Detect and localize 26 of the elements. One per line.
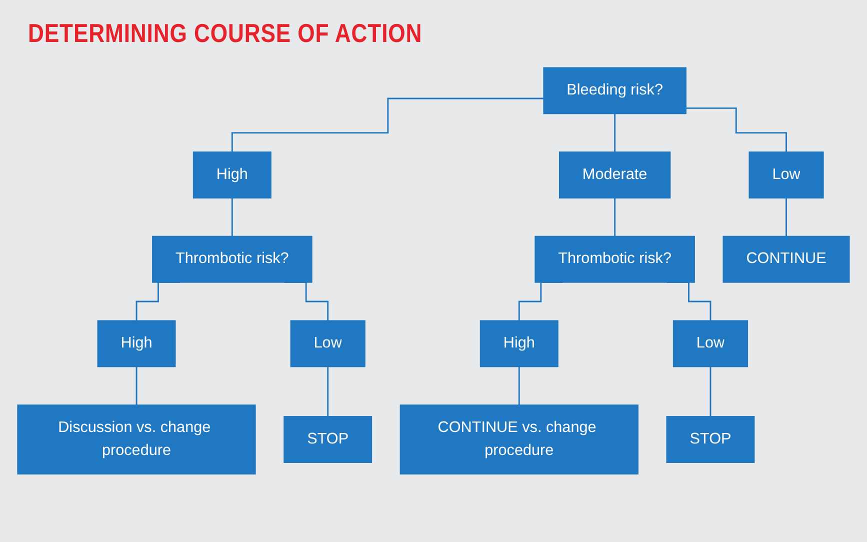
connector — [231, 197, 233, 238]
node-box: Thrombotic risk? — [534, 236, 695, 283]
node-box: Low — [290, 320, 366, 368]
node-box: High — [97, 320, 176, 368]
node-box: STOP — [284, 416, 372, 463]
node-box: Thrombotic risk? — [152, 236, 312, 283]
connector — [614, 197, 616, 238]
connector — [231, 98, 544, 153]
connector — [710, 366, 712, 418]
node-box: STOP — [666, 416, 755, 463]
connector — [518, 366, 520, 406]
connector — [614, 112, 616, 153]
node-box: Low — [748, 152, 824, 198]
node-box: Low — [672, 320, 748, 368]
connector — [786, 197, 787, 238]
diagram-title: DETERMINING COURSE OF ACTION — [28, 18, 422, 49]
node-box: CONTINUE vs. change procedure — [400, 404, 638, 474]
node-box: High — [480, 320, 558, 368]
node-box: Bleeding risk? — [543, 67, 686, 114]
connector — [686, 107, 787, 153]
node-box: CONTINUE — [722, 236, 850, 283]
node-box: Moderate — [558, 152, 671, 198]
node-box: Discussion vs. change procedure — [17, 404, 256, 474]
connector — [136, 366, 138, 406]
connector — [327, 366, 329, 418]
node-box: High — [192, 152, 272, 198]
